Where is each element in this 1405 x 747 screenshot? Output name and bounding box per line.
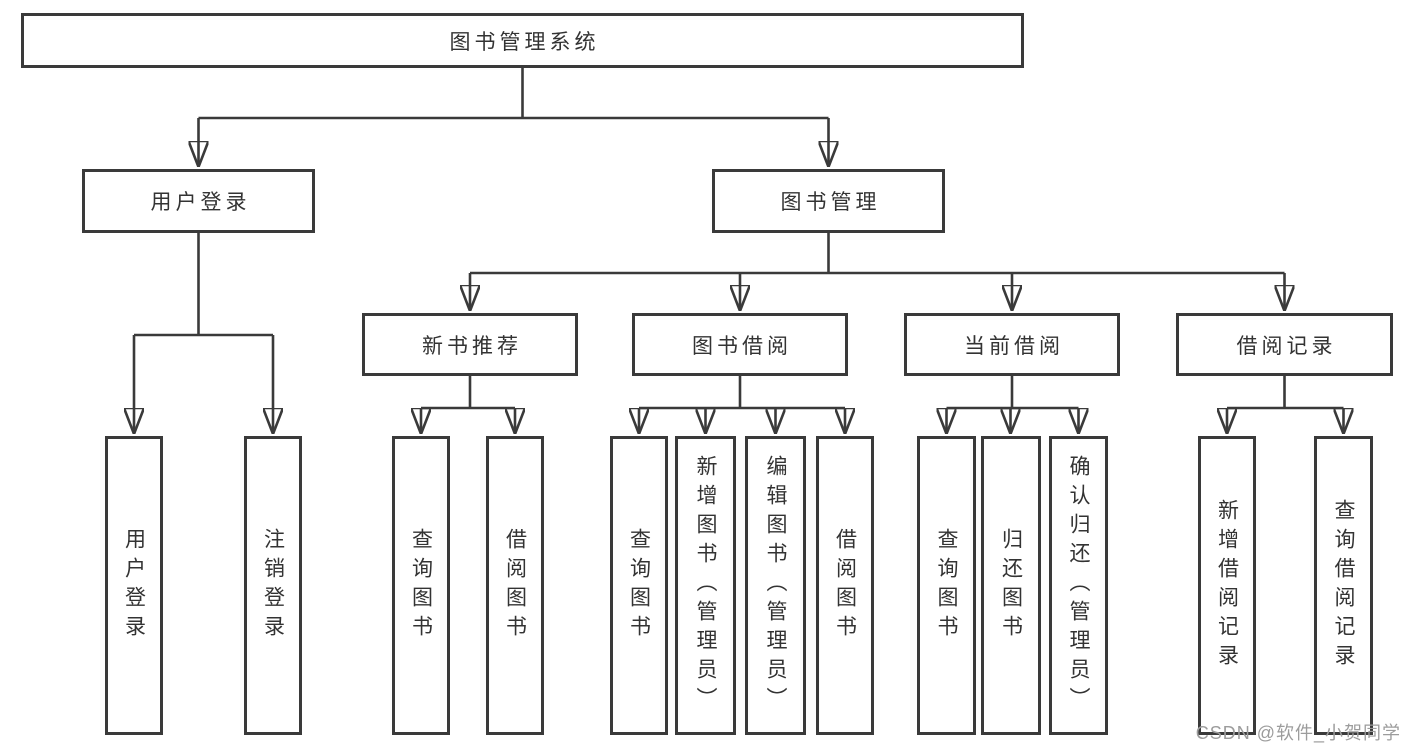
node-label: 归还图书 — [999, 527, 1023, 644]
node-label: 用户登录 — [122, 527, 146, 644]
node-label: 图书管理 — [780, 191, 881, 214]
node-label: 借阅图书 — [833, 527, 857, 644]
leaf-query-books-current: 查询图书 — [917, 436, 976, 735]
node-label: 注销登录 — [261, 527, 285, 644]
leaf-borrow-books: 借阅图书 — [816, 436, 874, 735]
node-user-login: 用户登录 — [82, 169, 315, 233]
node-label: 借阅图书 — [503, 527, 527, 644]
node-label: 编辑图书（管理员） — [764, 455, 788, 716]
csdn-watermark: CSDN @软件_小贺同学 — [1195, 723, 1401, 743]
leaf-edit-books-admin: 编辑图书（管理员） — [745, 436, 806, 735]
leaf-query-books-borrow: 查询图书 — [610, 436, 668, 735]
node-label: 查询图书 — [935, 527, 959, 644]
leaf-add-books-admin: 新增图书（管理员） — [675, 436, 736, 735]
node-current-borrow: 当前借阅 — [904, 313, 1120, 376]
leaf-borrow-books-recommend: 借阅图书 — [486, 436, 544, 735]
leaf-user-login: 用户登录 — [105, 436, 163, 735]
leaf-add-borrow-record: 新增借阅记录 — [1198, 436, 1256, 735]
node-label: 查询借阅记录 — [1332, 498, 1356, 673]
leaf-logout-login: 注销登录 — [244, 436, 302, 735]
node-book-borrow: 图书借阅 — [632, 313, 848, 376]
leaf-confirm-return-admin: 确认归还（管理员） — [1049, 436, 1108, 735]
node-label: 图书管理系统 — [449, 30, 600, 54]
node-label: 新增借阅记录 — [1215, 498, 1239, 673]
node-borrow-records: 借阅记录 — [1176, 313, 1393, 376]
node-label: 图书借阅 — [692, 334, 792, 358]
node-label: 新书推荐 — [422, 334, 522, 358]
node-label: 借阅记录 — [1236, 334, 1337, 358]
node-library-system: 图书管理系统 — [21, 13, 1024, 68]
node-label: 确认归还（管理员） — [1067, 455, 1091, 716]
leaf-query-borrow-record: 查询借阅记录 — [1314, 436, 1373, 735]
node-new-book-recommend: 新书推荐 — [362, 313, 578, 376]
node-label: 新增图书（管理员） — [694, 455, 718, 716]
node-label: 查询图书 — [627, 527, 651, 644]
leaf-return-books: 归还图书 — [981, 436, 1041, 735]
node-label: 当前借阅 — [964, 334, 1064, 358]
node-label: 查询图书 — [409, 527, 433, 644]
node-label: 用户登录 — [150, 191, 251, 214]
leaf-query-books-recommend: 查询图书 — [392, 436, 450, 735]
node-book-management: 图书管理 — [712, 169, 945, 233]
